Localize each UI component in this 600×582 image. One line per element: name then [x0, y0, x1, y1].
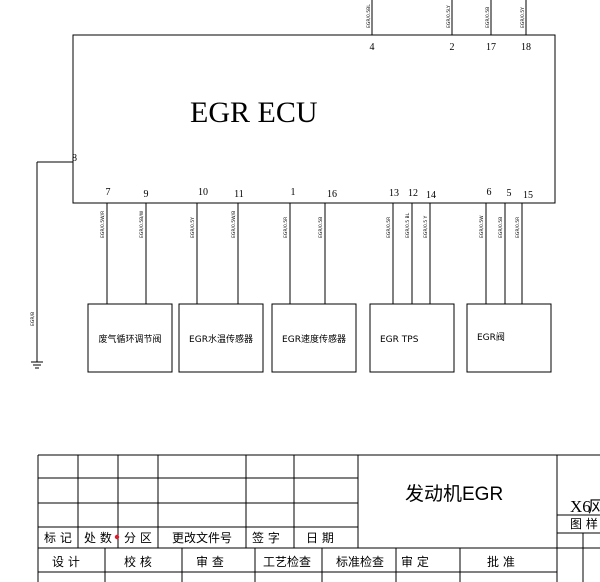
bottom-pin-12: 12 EGR/0.5 BL: [405, 188, 418, 304]
pin-number: 5: [507, 188, 512, 199]
pin-number: 1: [291, 187, 296, 198]
pin-number: 9: [144, 189, 149, 200]
wire-label: EGR/0.5B/W: [139, 210, 145, 238]
ecu-box: [72, 34, 556, 204]
red-dot-marker: [114, 534, 120, 540]
rev-header-signature: 签 字: [252, 530, 280, 545]
component-egr-speed-sensor: EGR速度传感器: [271, 303, 357, 373]
rev-header-date: 日 期: [306, 531, 334, 545]
wire-label: EGR/0.5W: [479, 215, 485, 238]
ecu-title: EGR ECU: [190, 96, 318, 129]
pin-number: 16: [327, 189, 337, 200]
wire-label: EGR/0.5B: [498, 217, 504, 238]
bottom-pin-9: 9 EGR/0.5B/W: [139, 189, 149, 304]
wire-label: EGR/0.5R: [283, 217, 289, 238]
component-egr-tps: EGR TPS: [369, 303, 455, 373]
top-pin-17: 17 EGR/0.5B: [485, 0, 496, 53]
pin-number: 10: [198, 187, 208, 198]
bottom-pin-13: 13 EGR/0.5R: [386, 188, 399, 304]
component-label: EGR水温传感器: [189, 333, 253, 345]
wire-label: EGR/0.5Y: [190, 217, 196, 238]
component-label: 废气循环调节阀: [98, 333, 161, 345]
rev-header-change-doc: 更改文件号: [172, 530, 232, 545]
component-egr-water-temp-sensor: EGR水温传感器: [178, 303, 264, 373]
pin-number: 18: [521, 42, 531, 53]
bottom-pin-10: 10 EGR/0.5Y: [190, 187, 208, 304]
top-pin-2: 2 EGR/0.5LY: [446, 0, 455, 53]
sign-check: 校 核: [124, 554, 152, 569]
pin-number: 6: [487, 187, 492, 198]
pin-number: 14: [426, 190, 436, 201]
sign-approve: 审 定: [401, 554, 429, 569]
drawing-title: 发动机EGR: [405, 483, 503, 505]
rev-header-zone: 分 区: [124, 531, 152, 545]
ground-icon: [31, 361, 43, 369]
drawing-sample-label: 图 样: [570, 516, 598, 531]
wire-label: EGR/0.5R: [386, 217, 392, 238]
component-egr-regulating-valve: 废气循环调节阀: [87, 303, 173, 373]
pin-number: 7: [106, 187, 111, 198]
sign-process-check: 工艺检查: [263, 554, 311, 569]
left-pin-8: 8 EGR/B: [30, 153, 77, 362]
wire-label: EGR/0.5 BL: [405, 212, 411, 238]
rev-header-count: 处 数: [84, 530, 112, 545]
sign-review: 审 查: [196, 554, 224, 569]
top-pin-18: 18 EGR/0.5Y: [520, 0, 531, 53]
wire-label: EGR/0.5B: [318, 217, 324, 238]
sign-authorize: 批 准: [487, 554, 515, 569]
bottom-pin-1: 1 EGR/0.5R: [283, 187, 296, 304]
component-label: EGR TPS: [380, 335, 419, 345]
wire-label: EGR/0.5LY: [446, 5, 452, 28]
wire-label: EGR/0.5W/B: [231, 211, 237, 238]
wire-label: EGR/0.5B: [485, 7, 491, 28]
bottom-pin-5: 5 EGR/0.5B: [498, 188, 512, 304]
bottom-pin-14: 14 EGR/0.5 Y: [423, 190, 436, 304]
pin-number: 8: [72, 153, 77, 164]
title-block: [37, 454, 600, 582]
sign-design: 设 计: [52, 555, 80, 569]
wire-label: EGR/0.5Y: [520, 7, 526, 28]
bottom-pin-7: 7 EGR/0.5W/R: [100, 187, 111, 304]
pin-number: 13: [389, 188, 399, 199]
component-egr-valve: EGR阀: [466, 303, 552, 373]
wire-label: EGR/0.5BL: [366, 4, 372, 28]
pin-number: 17: [486, 42, 496, 53]
bottom-pin-15: 15 EGR/0.5R: [515, 190, 533, 304]
component-label: EGR速度传感器: [282, 333, 346, 345]
bottom-pin-16: 16 EGR/0.5B: [318, 189, 337, 304]
pin-number: 12: [408, 188, 418, 199]
wire-label: EGR/0.5 Y: [423, 215, 429, 238]
bottom-pin-6: 6 EGR/0.5W: [479, 187, 492, 304]
top-pin-4: 4 EGR/0.5BL: [366, 0, 375, 53]
bottom-pin-11: 11 EGR/0.5W/B: [231, 189, 244, 304]
pin-number: 15: [523, 190, 533, 201]
component-label: EGR阀: [477, 332, 505, 343]
model-fragment-cut: 风: [588, 497, 600, 516]
rev-header-mark: 标 记: [44, 531, 72, 545]
wire-label: EGR/B: [30, 312, 36, 326]
pin-number: 4: [370, 42, 375, 53]
sign-standard-check: 标准检查: [336, 554, 384, 569]
wire-label: EGR/0.5W/R: [100, 211, 106, 238]
model-fragment: X6: [570, 497, 591, 516]
pin-number: 11: [234, 189, 244, 200]
wire-label: EGR/0.5R: [515, 217, 521, 238]
pin-number: 2: [450, 42, 455, 53]
